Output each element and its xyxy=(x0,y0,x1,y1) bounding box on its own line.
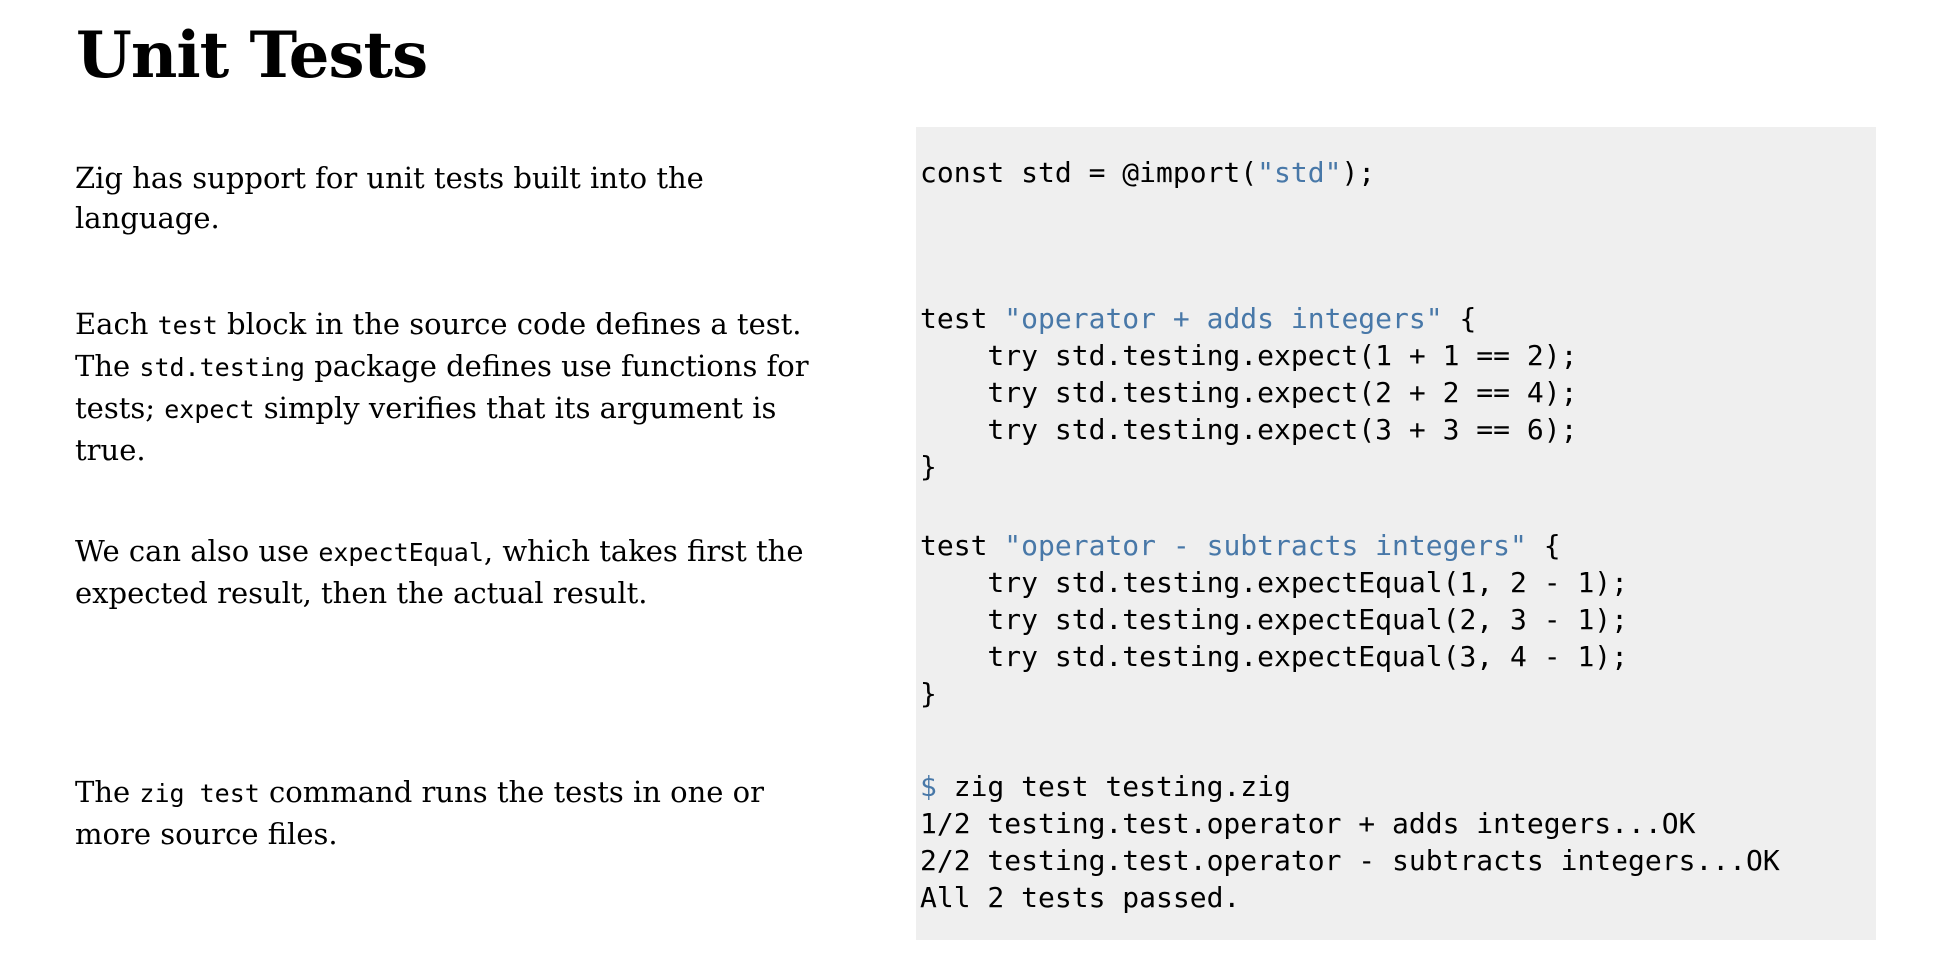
text-segment: The xyxy=(75,775,140,809)
docs-paragraph-expectequal: We can also use expectEqual, which takes… xyxy=(75,531,920,613)
text-segment: Zig has support for unit tests built int… xyxy=(75,161,704,195)
text-segment: package defines use functions for xyxy=(304,349,809,383)
text-segment: simply verifies that its argument is xyxy=(254,391,777,425)
text-segment: Each xyxy=(75,307,158,341)
inline-code: expect xyxy=(164,395,255,424)
text-segment: test xyxy=(920,529,1005,562)
inline-code: test xyxy=(157,311,218,340)
text-segment: ); xyxy=(1341,156,1376,189)
code-line: try std.testing.expectEqual(3, 4 - 1); xyxy=(920,638,1628,675)
text-segment: try std.testing.expectEqual(1, 2 - 1); xyxy=(920,566,1629,599)
text-segment: { xyxy=(1526,529,1561,562)
text-segment: { xyxy=(1442,302,1477,335)
inline-code: expectEqual xyxy=(318,538,484,567)
text-segment: 2/2 testing.test.operator - subtracts in… xyxy=(920,844,1780,877)
code-line: try std.testing.expectEqual(2, 3 - 1); xyxy=(920,601,1628,638)
inline-code: std.testing xyxy=(139,353,305,382)
string-literal: "operator - subtracts integers" xyxy=(1004,529,1527,562)
text-segment: more source files. xyxy=(75,817,338,851)
text-segment: expected result, then the actual result. xyxy=(75,576,648,610)
string-literal: "operator + adds integers" xyxy=(1004,302,1443,335)
string-literal: "std" xyxy=(1257,156,1342,189)
text-segment: try std.testing.expectEqual(2, 3 - 1); xyxy=(920,603,1629,636)
code-line: try std.testing.expectEqual(1, 2 - 1); xyxy=(920,564,1628,601)
text-segment: const std = @import( xyxy=(920,156,1258,189)
text-segment: block in the source code defines a test. xyxy=(217,307,802,341)
docs-paragraph-intro: Zig has support for unit tests built int… xyxy=(75,158,920,238)
text-segment: tests; xyxy=(75,391,165,425)
code-line: try std.testing.expect(2 + 2 == 4); xyxy=(920,374,1577,411)
code-line: $ zig test testing.zig xyxy=(920,768,1780,805)
code-block-operator-subtract: test "operator - subtracts integers" { t… xyxy=(920,527,1628,712)
text-segment: try std.testing.expectEqual(3, 4 - 1); xyxy=(920,640,1629,673)
text-segment: We can also use xyxy=(75,534,319,568)
text-segment: } xyxy=(920,450,937,483)
text-segment: try std.testing.expect(1 + 1 == 2); xyxy=(920,339,1578,372)
code-line: try std.testing.expect(1 + 1 == 2); xyxy=(920,337,1577,374)
code-line: } xyxy=(920,448,1577,485)
code-panel-background xyxy=(916,127,1876,940)
text-segment: All 2 tests passed. xyxy=(920,881,1241,914)
shell-prompt: $ xyxy=(920,770,937,803)
text-segment: zig test testing.zig xyxy=(936,770,1291,803)
page-title: Unit Tests xyxy=(76,18,428,93)
docs-paragraph-zig-test-command: The zig test command runs the tests in o… xyxy=(75,772,920,854)
text-segment: try std.testing.expect(2 + 2 == 4); xyxy=(920,376,1578,409)
text-segment: , which takes first the xyxy=(483,534,804,568)
docs-paragraph-test-block: Each test block in the source code defin… xyxy=(75,304,920,470)
text-segment: The xyxy=(75,349,140,383)
code-block-import: const std = @import("std"); xyxy=(920,154,1375,191)
text-segment: 1/2 testing.test.operator + adds integer… xyxy=(920,807,1696,840)
text-segment: test xyxy=(920,302,1005,335)
code-line: try std.testing.expect(3 + 3 == 6); xyxy=(920,411,1577,448)
code-block-operator-add: test "operator + adds integers" { try st… xyxy=(920,300,1577,485)
code-line: test "operator - subtracts integers" { xyxy=(920,527,1628,564)
code-line: } xyxy=(920,675,1628,712)
text-segment: language. xyxy=(75,201,220,235)
code-line: 1/2 testing.test.operator + adds integer… xyxy=(920,805,1780,842)
text-segment: } xyxy=(920,677,937,710)
inline-code: zig test xyxy=(139,779,260,808)
text-segment: try std.testing.expect(3 + 3 == 6); xyxy=(920,413,1578,446)
code-line: All 2 tests passed. xyxy=(920,879,1780,916)
text-segment: command runs the tests in one or xyxy=(259,775,764,809)
code-line: 2/2 testing.test.operator - subtracts in… xyxy=(920,842,1780,879)
code-line: test "operator + adds integers" { xyxy=(920,300,1577,337)
code-line: const std = @import("std"); xyxy=(920,154,1375,191)
text-segment: true. xyxy=(75,433,146,467)
